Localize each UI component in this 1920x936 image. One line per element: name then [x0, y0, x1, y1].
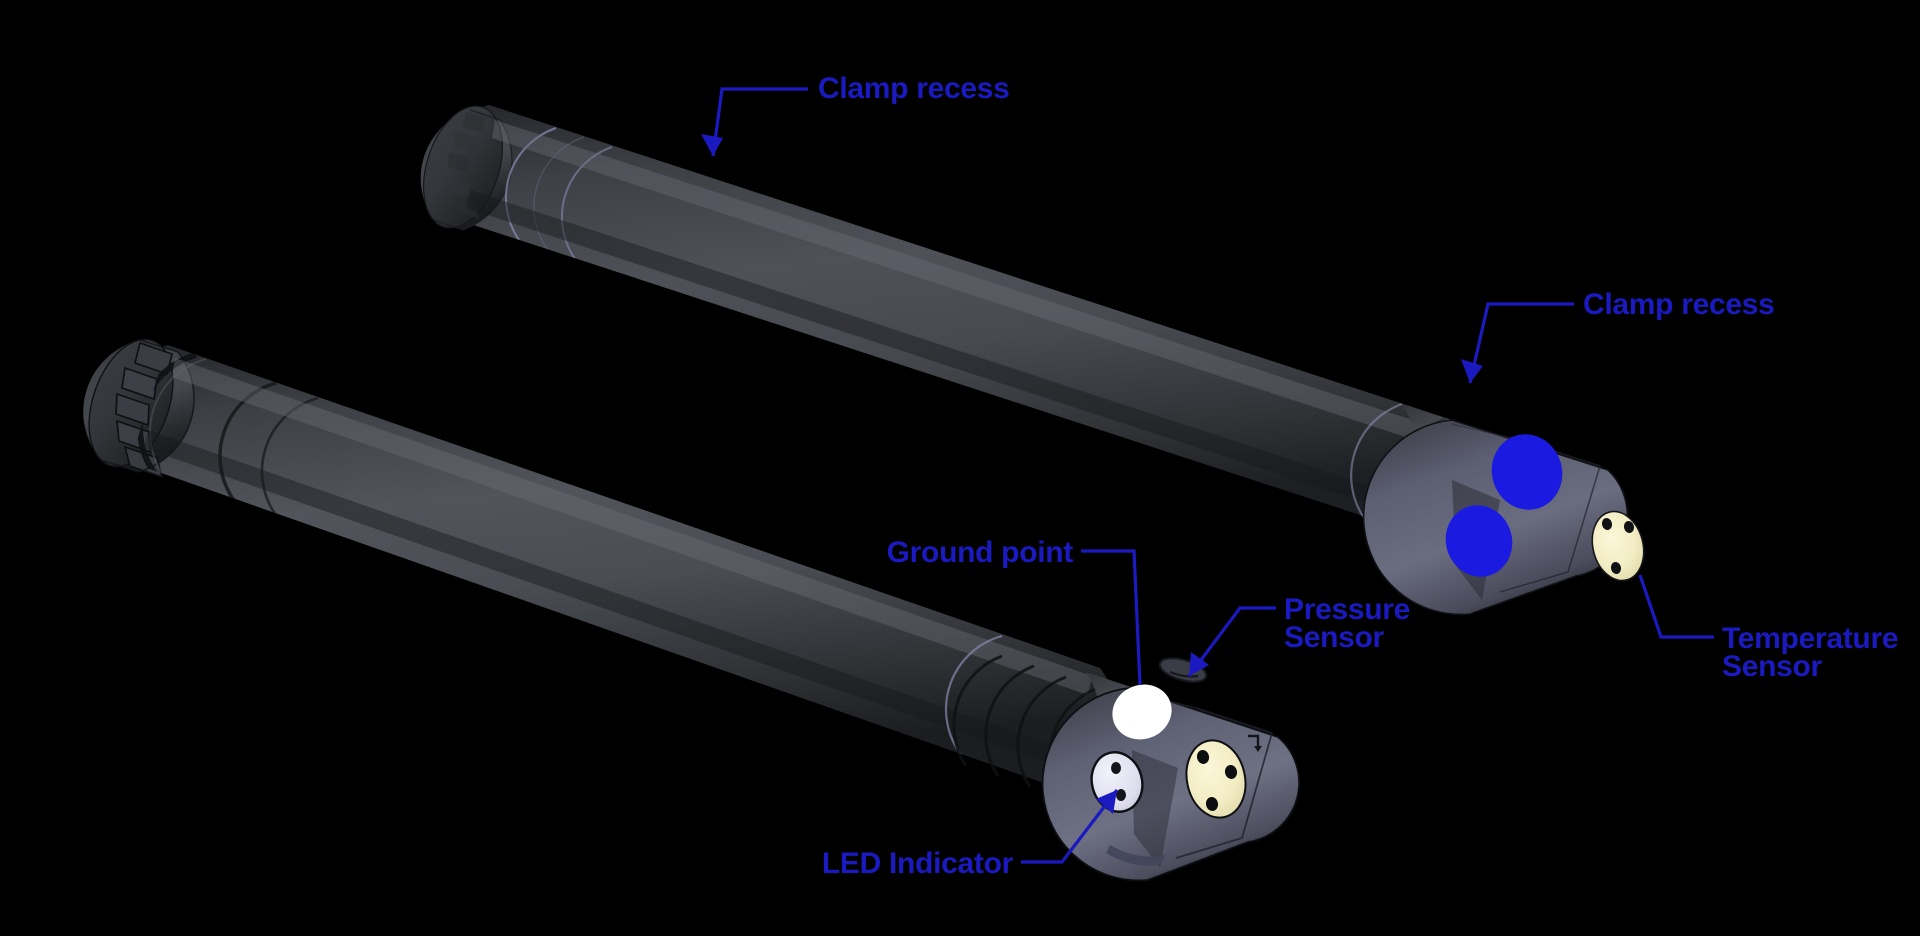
front-cap-knurling — [115, 341, 173, 479]
front-probe-sensor-head — [1041, 687, 1300, 882]
rear-probe-clamp-recess — [505, 127, 613, 260]
rear-cap-knurling — [448, 112, 486, 219]
rear-probe-specular-highlight — [466, 120, 1480, 533]
arrowhead-pressure-sensor — [1189, 652, 1209, 676]
callout-label-clamp-recess-rear: Clamp recess — [818, 72, 1010, 105]
connector-keying-mark — [1248, 734, 1262, 752]
callout-label-temperature-sensor-line2: Sensor — [1722, 650, 1823, 683]
callout-label-pressure-sensor-line2: Sensor — [1284, 621, 1385, 654]
callout-label-temperature-sensor-line1: Temperature — [1722, 622, 1898, 655]
callout-label-ground-point: Ground point — [887, 536, 1074, 569]
rear-probe — [420, 105, 1645, 616]
front-probe-rear-collar-line — [944, 634, 1003, 757]
callout-pressure-sensor[interactable]: Pressure Sensor — [1187, 593, 1410, 677]
leader-line-clamp-recess-front — [1468, 302, 1574, 384]
callout-clamp-recess-rear[interactable]: Clamp recess — [701, 72, 1010, 157]
sensor-window-upper — [1491, 434, 1563, 510]
rear-probe-sensor-windows — [1445, 434, 1563, 577]
callout-label-pressure-sensor-line1: Pressure — [1284, 593, 1410, 626]
callout-label-led-indicator: LED Indicator — [822, 847, 1014, 880]
callout-label-clamp-recess-front: Clamp recess — [1583, 288, 1775, 321]
callout-clamp-recess-front[interactable]: Clamp recess — [1461, 288, 1775, 384]
arrowhead-led-indicator — [1096, 790, 1117, 814]
arrowhead-clamp-recess-front — [1461, 359, 1483, 383]
rear-probe-temperature-connector — [1591, 510, 1645, 582]
leader-line-led-indicator — [1021, 789, 1119, 864]
callout-led-indicator[interactable]: LED Indicator — [822, 789, 1119, 880]
front-probe-connector — [1185, 734, 1262, 819]
callout-ground-point[interactable]: Ground point — [887, 536, 1142, 686]
arrowhead-clamp-recess-rear — [701, 134, 723, 156]
front-probe-body — [114, 345, 1116, 788]
leader-line-temperature-sensor — [1638, 574, 1714, 639]
sensor-window-lower — [1445, 505, 1513, 577]
front-probe-ground-point — [1112, 684, 1172, 740]
leader-line-ground-point — [1081, 549, 1142, 686]
leader-line-clamp-recess-rear — [711, 87, 808, 157]
front-probe-specular-highlight — [144, 358, 1092, 770]
rear-probe-body — [437, 105, 1501, 545]
front-probe-rim-slot — [1106, 845, 1166, 866]
callout-temperature-sensor[interactable]: Temperature Sensor — [1638, 574, 1899, 683]
leader-line-pressure-sensor — [1187, 606, 1276, 677]
front-probe-clamp-recess — [218, 381, 319, 519]
front-probe-groove-rings — [952, 654, 1099, 799]
front-probe — [83, 338, 1300, 882]
